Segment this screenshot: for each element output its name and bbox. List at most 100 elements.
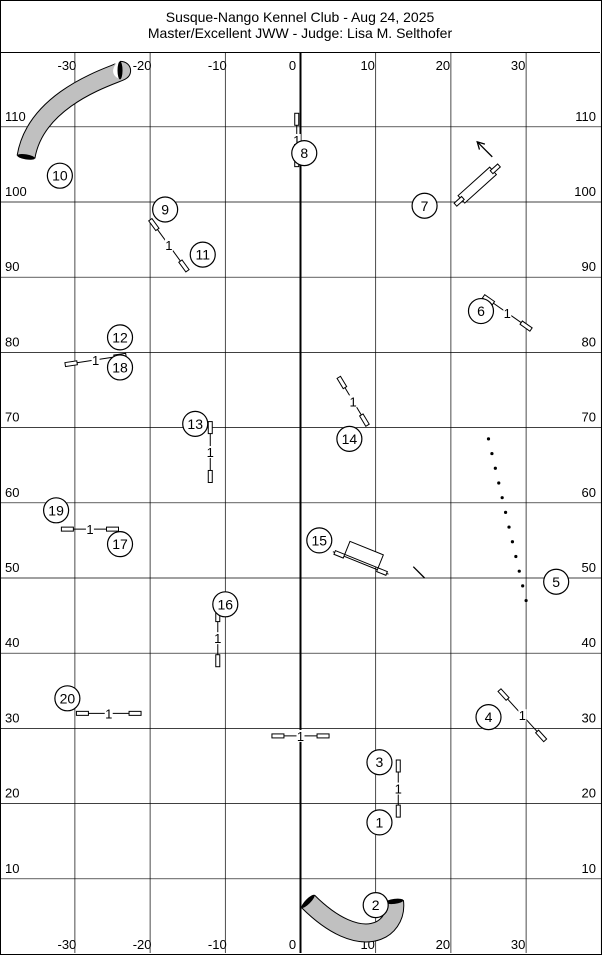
y-axis-left-label: 80 bbox=[5, 334, 19, 349]
number-label: 11 bbox=[195, 247, 210, 263]
obstacle-number-15: 15 bbox=[306, 527, 333, 554]
jump-mark: 1 bbox=[395, 782, 402, 797]
jump-wing bbox=[271, 733, 285, 739]
jump-mark-bg bbox=[349, 395, 358, 408]
weave-pole bbox=[521, 584, 525, 588]
number-circle bbox=[46, 162, 73, 189]
x-axis-bottom-label: -20 bbox=[133, 937, 152, 952]
number-label: 4 bbox=[485, 709, 493, 725]
jump-wing bbox=[519, 320, 533, 332]
jump-mark: 1 bbox=[207, 445, 214, 460]
jump-mark-bg bbox=[503, 306, 512, 319]
number-circle bbox=[189, 241, 216, 268]
jump: 1 bbox=[394, 759, 403, 818]
x-axis-top-label: -20 bbox=[133, 58, 152, 73]
tire-frame bbox=[344, 540, 384, 569]
number-circle bbox=[467, 297, 495, 325]
number-circle bbox=[362, 892, 389, 919]
y-axis-left-label: 90 bbox=[5, 259, 19, 274]
y-axis-right-label: 90 bbox=[582, 259, 596, 274]
weave-pole bbox=[503, 510, 508, 514]
number-circle bbox=[212, 591, 239, 618]
x-axis-top-label: 10 bbox=[360, 58, 374, 73]
number-label: 6 bbox=[477, 303, 485, 319]
y-axis-right-label: 70 bbox=[582, 410, 596, 425]
obstacle-number-7: 7 bbox=[411, 192, 438, 219]
y-axis-left-label: 40 bbox=[5, 635, 19, 650]
tunnel-opening bbox=[301, 894, 315, 908]
jump-mark-bg bbox=[518, 709, 527, 722]
number-circle bbox=[106, 354, 134, 381]
direction-line bbox=[476, 141, 493, 158]
jump-wing bbox=[534, 729, 548, 743]
y-axis-right-label: 110 bbox=[575, 109, 596, 124]
jump-mark-bg bbox=[292, 133, 301, 146]
spread-jump-wing bbox=[453, 195, 465, 207]
obstacle-number-3: 3 bbox=[366, 749, 393, 776]
tire-foot bbox=[333, 549, 346, 559]
jump-wing bbox=[64, 360, 78, 368]
jump-wing bbox=[60, 526, 74, 532]
jump-mark: 1 bbox=[86, 522, 93, 537]
weave-pole bbox=[517, 569, 521, 573]
y-axis-left-label: 100 bbox=[5, 184, 27, 199]
obstacle-number-4: 4 bbox=[475, 704, 502, 731]
obstacle-number-13: 13 bbox=[182, 410, 209, 437]
obstacle-number-12: 12 bbox=[106, 324, 134, 351]
jump-mark: 1 bbox=[92, 353, 99, 368]
number-circle bbox=[42, 497, 70, 524]
tunnel bbox=[302, 895, 404, 942]
y-axis-right-label: 20 bbox=[582, 786, 596, 801]
number-label: 7 bbox=[421, 198, 429, 214]
jump-mark-bg bbox=[85, 523, 94, 536]
x-axis-top-label: -10 bbox=[208, 58, 227, 73]
jump-wing bbox=[178, 259, 190, 273]
y-axis-right-label: 30 bbox=[582, 710, 596, 725]
jump: 1 bbox=[481, 293, 533, 332]
jump-wing bbox=[106, 526, 119, 532]
obstacle-number-14: 14 bbox=[336, 425, 363, 452]
weave-pole bbox=[507, 525, 511, 529]
number-label: 18 bbox=[112, 359, 128, 375]
obstacle-number-18: 18 bbox=[106, 354, 134, 381]
weave-pole bbox=[500, 496, 504, 500]
number-label: 10 bbox=[52, 168, 68, 184]
jump-wing bbox=[395, 804, 401, 818]
x-axis-top-label: 0 bbox=[289, 58, 296, 73]
jump-mark: 1 bbox=[165, 238, 172, 253]
number-label: 2 bbox=[372, 897, 380, 913]
grid-lines bbox=[0, 53, 602, 953]
obstacle-number-2: 2 bbox=[362, 892, 389, 919]
jump: 1 bbox=[213, 609, 222, 668]
number-label: 16 bbox=[218, 596, 234, 612]
spread-jump-wing bbox=[489, 163, 502, 175]
number-label: 12 bbox=[112, 329, 128, 345]
obstacle-number-9: 9 bbox=[152, 196, 179, 223]
y-axis-right-label: 60 bbox=[582, 485, 596, 500]
jump-wing bbox=[316, 733, 330, 739]
obstacle-number-19: 19 bbox=[42, 497, 70, 524]
jump-mark: 1 bbox=[350, 394, 357, 409]
jump-wing bbox=[148, 217, 160, 232]
direction-arrow bbox=[476, 140, 486, 150]
number-label: 19 bbox=[48, 502, 64, 518]
number-circle bbox=[366, 809, 393, 836]
number-circle bbox=[106, 531, 134, 558]
jump-mark-bg bbox=[206, 446, 215, 459]
obstacle-number-5: 5 bbox=[543, 568, 570, 595]
y-axis-left-label: 10 bbox=[5, 861, 19, 876]
number-label: 1 bbox=[376, 814, 384, 830]
jump: 1 bbox=[271, 729, 330, 744]
jump-wing bbox=[75, 710, 89, 716]
jump-mark: 1 bbox=[297, 729, 304, 744]
jump-wing bbox=[207, 469, 213, 483]
x-axis-bottom-label: 0 bbox=[289, 937, 296, 952]
x-axis-bottom-label: 20 bbox=[436, 937, 450, 952]
obstacle-number-16: 16 bbox=[212, 591, 239, 618]
jump: 1 bbox=[75, 706, 142, 721]
obstacle-number-11: 11 bbox=[189, 241, 216, 268]
number-circle bbox=[106, 324, 134, 351]
y-axis-right-label: 50 bbox=[582, 560, 596, 575]
